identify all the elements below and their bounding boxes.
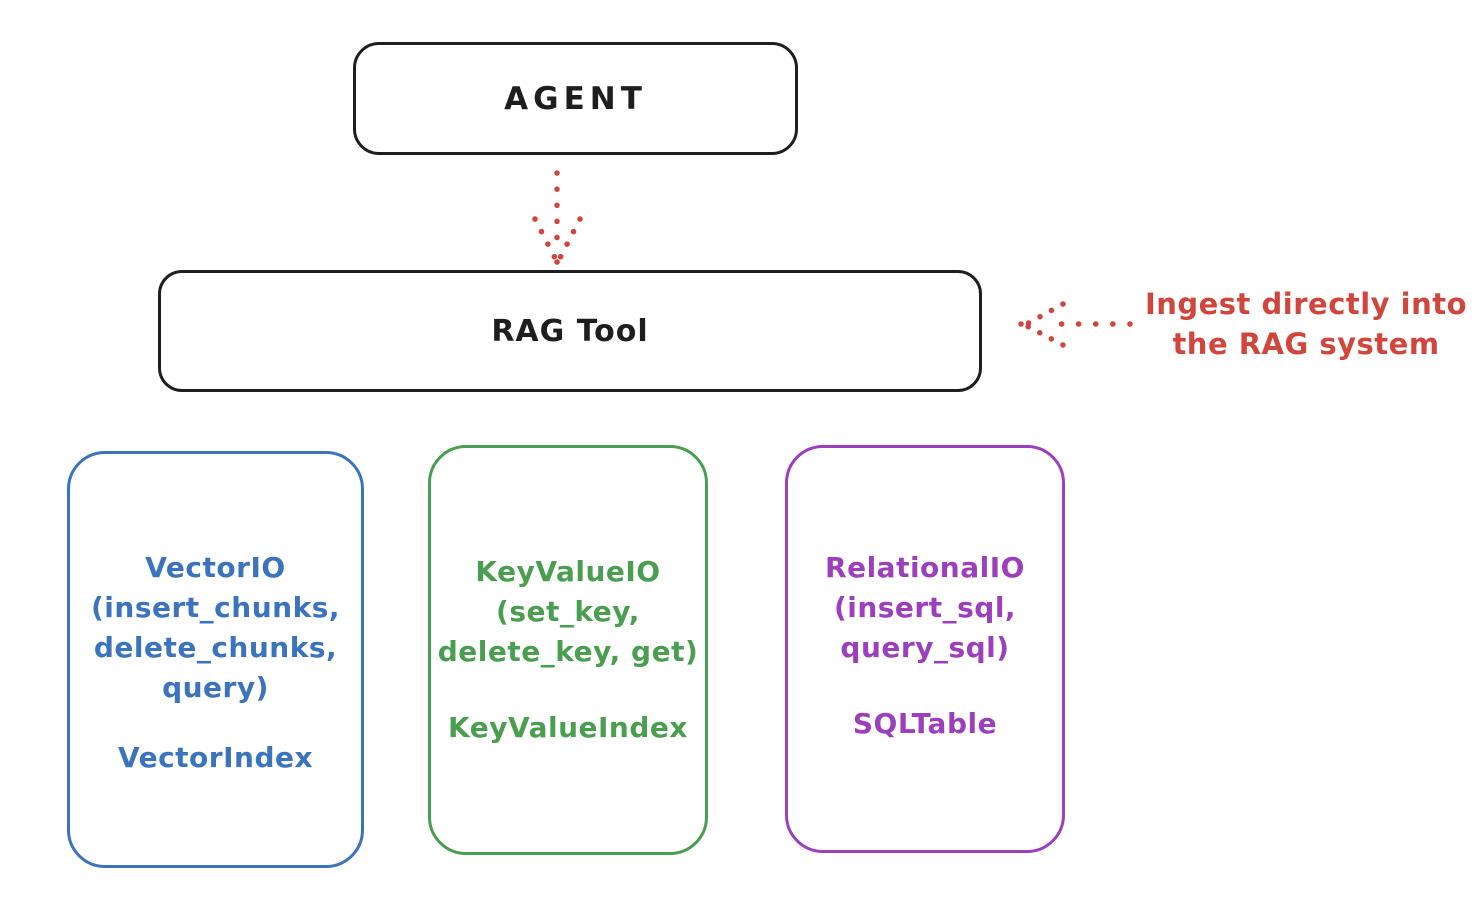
sql-table-label: SQLTable	[852, 707, 998, 740]
agent-to-rag-arrow	[532, 170, 583, 265]
relational-io-box: RelationalIO (insert_sql, query_sql) SQL…	[785, 445, 1065, 853]
relational-io-line: query_sql)	[840, 631, 1010, 664]
keyvalue-io-box: KeyValueIO (set_key, delete_key, get) Ke…	[428, 445, 708, 855]
ingest-to-rag-arrow	[1018, 301, 1133, 348]
vector-io-line: query)	[162, 671, 269, 704]
ingest-annotation-line2: the RAG system	[1172, 327, 1440, 361]
vector-io-line: (insert_chunks,	[91, 591, 340, 624]
rag-tool-label: RAG Tool	[491, 313, 649, 349]
vector-index-label: VectorIndex	[117, 741, 314, 774]
ingest-annotation-line1: Ingest directly into	[1144, 287, 1468, 321]
vector-io-line: VectorIO	[145, 551, 286, 584]
agent-label: AGENT	[504, 80, 647, 117]
vector-io-box: VectorIO (insert_chunks, delete_chunks, …	[67, 451, 364, 868]
vector-io-line: delete_chunks,	[93, 631, 338, 664]
keyvalue-io-line: delete_key, get)	[437, 635, 699, 668]
ingest-annotation: Ingest directly into the RAG system	[1138, 284, 1474, 364]
relational-io-line: (insert_sql,	[833, 591, 1017, 624]
vector-io-methods: VectorIO (insert_chunks, delete_chunks, …	[70, 548, 361, 708]
relational-io-methods: RelationalIO (insert_sql, query_sql)	[788, 548, 1062, 668]
keyvalue-index-label: KeyValueIndex	[448, 711, 688, 744]
rag-tool-box: RAG Tool	[158, 270, 982, 392]
agent-box: AGENT	[353, 42, 798, 155]
keyvalue-io-line: (set_key,	[496, 595, 640, 628]
relational-io-line: RelationalIO	[825, 551, 1025, 584]
keyvalue-io-methods: KeyValueIO (set_key, delete_key, get)	[431, 552, 705, 672]
keyvalue-io-line: KeyValueIO	[475, 555, 661, 588]
